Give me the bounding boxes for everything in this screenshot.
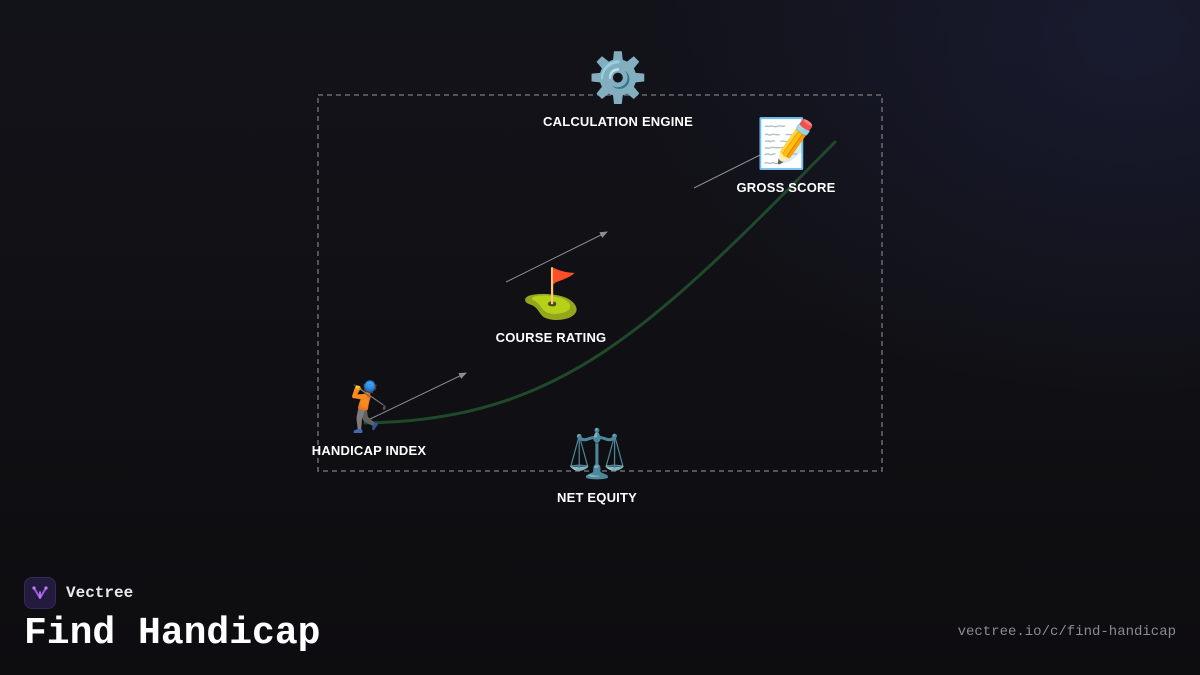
node-course-rating: ⛳ COURSE RATING bbox=[496, 266, 607, 345]
arrow-handicap-to-course bbox=[367, 372, 467, 421]
arrow-engine-to-gross bbox=[693, 154, 761, 189]
brand: Vectree bbox=[24, 577, 133, 609]
node-gross-score: 📝 GROSS SCORE bbox=[737, 116, 836, 195]
trend-curve bbox=[363, 140, 837, 425]
node-label-handicap-index: HANDICAP INDEX bbox=[311, 443, 427, 458]
node-label-gross-score: GROSS SCORE bbox=[736, 180, 836, 195]
page-title: Find Handicap bbox=[24, 612, 321, 655]
node-label-net-equity: NET EQUITY bbox=[556, 490, 638, 505]
balance-scale-icon: ⚖️ bbox=[567, 426, 627, 482]
memo-icon: 📝 bbox=[756, 116, 816, 172]
node-handicap-index: 🏌️ HANDICAP INDEX bbox=[312, 379, 427, 458]
brand-name: Vectree bbox=[66, 584, 134, 602]
node-label-course-rating: COURSE RATING bbox=[495, 330, 607, 345]
node-label-calculation-engine: CALCULATION ENGINE bbox=[543, 114, 693, 129]
diagram-frame bbox=[317, 94, 883, 472]
golfer-icon: 🏌️ bbox=[339, 379, 399, 435]
arrow-course-to-engine bbox=[505, 231, 608, 283]
node-calculation-engine: ⚙️ CALCULATION ENGINE bbox=[543, 50, 693, 129]
vectree-logo-icon bbox=[24, 577, 56, 609]
golf-flag-icon: ⛳ bbox=[521, 266, 581, 322]
gear-icon: ⚙️ bbox=[588, 50, 648, 106]
node-net-equity: ⚖️ NET EQUITY bbox=[557, 426, 637, 505]
page-url[interactable]: vectree.io/c/find-handicap bbox=[957, 624, 1176, 640]
